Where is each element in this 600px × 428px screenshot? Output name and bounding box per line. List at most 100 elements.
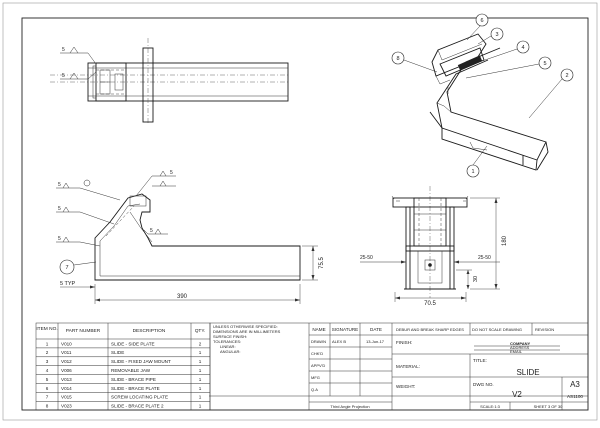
note-line: TOLERANCES: — [213, 339, 241, 344]
bom-cell-part: V010 — [61, 341, 72, 346]
bom-cell-item: 3 — [46, 359, 49, 364]
weld-symbol: 25-50 25-50 — [360, 255, 500, 264]
removable-jaw — [457, 55, 483, 71]
bom-cell-qty: 2 — [199, 341, 202, 346]
finish-label: FINISH: — [396, 340, 412, 345]
balloon: 7 — [59, 259, 97, 275]
bom-header-item: ITEM NO. — [36, 326, 57, 332]
col-name: NAME — [312, 327, 325, 332]
weight-label: WEIGHT: — [396, 384, 415, 389]
no-scale-note: DO NOT SCALE DRAWING — [472, 327, 522, 332]
deburr-note: DEBUR AND BREAK SHARP EDGES — [396, 327, 464, 332]
note-line: SURFACE FINISH: — [213, 334, 247, 339]
drawn-name: ALEX B — [332, 339, 346, 344]
weld-size: 5 — [58, 236, 61, 242]
balloon-label: 2 — [565, 73, 568, 79]
role-label: MFG — [311, 375, 320, 380]
bom-cell-part: V006 — [61, 368, 72, 373]
bom-cell-part: V014 — [61, 386, 72, 391]
role-label: APPV'D — [311, 363, 325, 368]
top-view: 5 5 — [50, 38, 290, 125]
dimension-length: 390 — [177, 294, 188, 300]
note-line: DIMENSIONS ARE IN MILLIMETERS — [213, 329, 281, 334]
dimension: 75.5 — [302, 245, 325, 281]
weld-size: 5 — [170, 170, 173, 176]
bom-cell-qty: 1 — [199, 404, 202, 409]
bom-cell-description: SLIDE - BRACE PLATE — [111, 386, 160, 391]
company-address: ADDRESS — [510, 345, 530, 350]
balloon: 4 — [481, 40, 530, 62]
bom-cell-item: 1 — [46, 341, 49, 346]
bom-cell-qty: 1 — [199, 359, 202, 364]
col-date: DATE — [370, 327, 382, 332]
weld-size: 5 — [58, 206, 61, 212]
bom-cell-item: 5 — [46, 377, 49, 382]
balloon-label: 5 — [543, 61, 546, 67]
weld-callout: 25-50 — [478, 255, 491, 261]
drawn-date: 13-Jun-17 — [366, 339, 385, 344]
part-number: AS1100 — [567, 394, 583, 399]
bom-cell-item: 6 — [46, 386, 49, 391]
dimension-small: 30 — [473, 276, 479, 282]
bom-cell-qty: 1 — [199, 395, 202, 400]
dimension-width: 70.5 — [424, 301, 436, 307]
bom-cell-description: SLIDE - BRACE PIPE — [111, 377, 156, 382]
company-email: EMAIL — [510, 349, 523, 354]
bom-cell-qty: 1 — [199, 377, 202, 382]
balloon-label: 1 — [471, 169, 474, 175]
bom-cell-part: V012 — [61, 359, 72, 364]
balloon: 2 — [528, 68, 574, 119]
inner-border — [21, 17, 589, 411]
bom-header-description: DESCRIPTION — [133, 328, 166, 334]
balloon: 1 — [466, 141, 488, 178]
bom-cell-item: 8 — [46, 404, 49, 409]
weld-size: 5 — [62, 73, 65, 79]
bom-cell-item: 7 — [46, 395, 49, 400]
bom-header-part: PART NUMBER — [66, 328, 101, 334]
bom-cell-description: SLIDE — [111, 350, 124, 355]
dimension: 390 — [94, 284, 301, 304]
weld-callout: 25-50 — [360, 255, 373, 261]
isometric-view: 1 2 3 4 5 6 8 — [391, 13, 574, 178]
role-label: CHK'D — [311, 351, 323, 356]
bom-cell-qty: 1 — [199, 368, 202, 373]
sheet-number: SHEET 3 OF 30 — [534, 404, 564, 409]
scale-label: SCALE:1:3 — [480, 404, 501, 409]
bom-cell-item: 4 — [46, 368, 49, 373]
dimension: 180 — [470, 197, 508, 290]
role-label: Q.A — [311, 387, 318, 392]
outer-border — [2, 2, 598, 421]
note-line: ANGULAR: — [220, 349, 240, 354]
side-view: 5 5 5 5 5 7 — [56, 170, 325, 304]
dimension: 5 TYP — [60, 281, 95, 289]
balloon: 6 — [466, 13, 489, 41]
title-label: TITLE: — [473, 358, 487, 363]
bom-cell-part: V023 — [61, 404, 72, 409]
revision-label: REVISION — [535, 327, 554, 332]
bom-cell-item: 2 — [46, 350, 49, 355]
company-name: COMPANY — [510, 341, 530, 346]
balloon-label: 4 — [521, 45, 524, 51]
projection-label: Third Angle Projection — [330, 404, 369, 409]
title-block: UNLESS OTHERWISE SPECIFIED: DIMENSIONS A… — [209, 322, 589, 411]
balloon: 5 — [465, 56, 552, 79]
bom-cell-description: SCREW LOCATING PLATE — [111, 395, 168, 400]
col-signature: SIGNATURE — [332, 327, 358, 332]
dimension-height: 180 — [502, 235, 508, 246]
weld-symbol: 5 5 5 5 5 — [56, 170, 176, 247]
balloon: 8 — [391, 51, 438, 73]
dimension-height: 75.5 — [319, 257, 325, 269]
bom-cell-description: SLIDE - BRACE PLATE 2 — [111, 404, 164, 409]
role-label: DRAWN — [311, 339, 326, 344]
end-view: 25-50 25-50 70.5 180 30 — [360, 186, 508, 307]
bom-cell-description: REMOVABLE JAW — [111, 368, 151, 373]
note-line: UNLESS OTHERWISE SPECIFIED: — [213, 324, 278, 329]
balloon-label: 7 — [65, 265, 68, 271]
weld-size: 5 — [62, 47, 65, 53]
sheet-size: A3 — [570, 380, 580, 389]
bom-cell-part: V011 — [61, 350, 72, 355]
weld-symbol: 5 5 — [60, 46, 97, 80]
